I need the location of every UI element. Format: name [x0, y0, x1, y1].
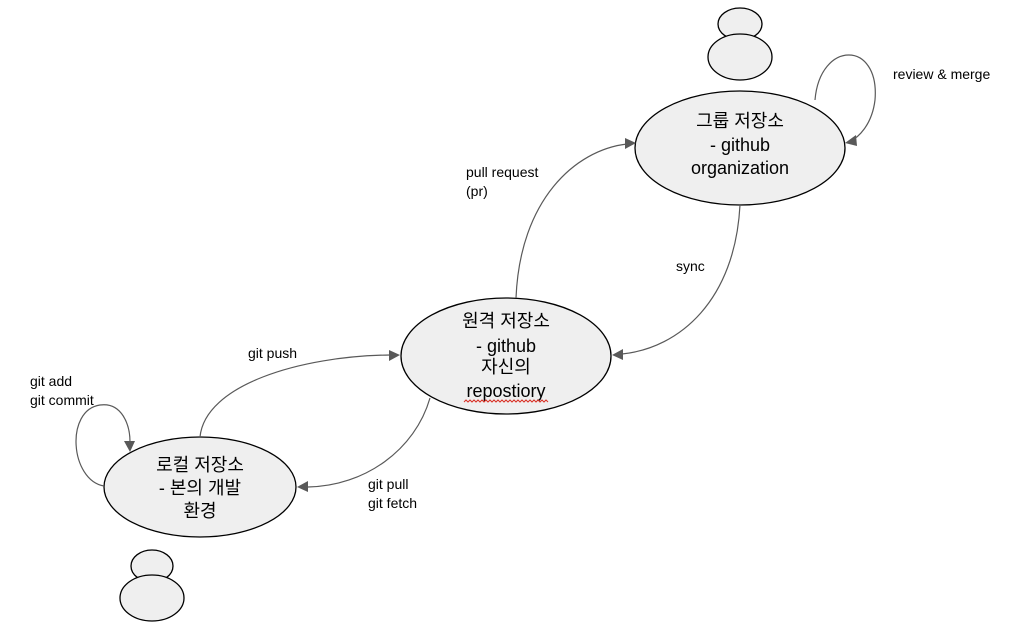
remote-repo-node[interactable]: 원격 저장소 - github 자신의 repostiory — [400, 297, 612, 415]
review-merge-arrowhead — [845, 135, 857, 146]
edge-git-pull-fetch[interactable]: git pull git fetch — [297, 397, 431, 511]
person-icon-body — [707, 33, 773, 81]
pull-request-curve — [515, 143, 628, 299]
pull-request-label-sub: (pr) — [466, 183, 488, 199]
local-repo-detail: 환경 — [183, 501, 216, 521]
remote-repo-owner: 자신의 — [481, 357, 531, 377]
pull-request-arrowhead — [625, 138, 636, 149]
group-repo-detail: organization — [691, 158, 789, 178]
review-merge-curve — [814, 54, 876, 142]
edge-git-push[interactable]: git push — [199, 345, 400, 438]
edge-pull-request[interactable]: pull request (pr) — [466, 138, 636, 299]
edge-git-add-commit[interactable]: git add git commit — [30, 373, 135, 487]
git-add-label: git add — [30, 373, 72, 389]
git-fetch-label: git fetch — [368, 495, 417, 511]
sync-label: sync — [676, 258, 705, 274]
git-pull-label: git pull — [368, 476, 408, 492]
git-pull-fetch-curve — [307, 397, 431, 488]
git-commit-label: git commit — [30, 392, 94, 408]
git-push-label: git push — [248, 345, 297, 361]
remote-repo-title: 원격 저장소 — [462, 311, 550, 331]
git-pull-fetch-arrowhead — [297, 481, 308, 492]
edge-review-merge[interactable]: review & merge — [814, 54, 990, 146]
remote-repo-ellipse — [400, 297, 612, 415]
sync-arrowhead — [612, 349, 623, 360]
person-icon — [707, 7, 773, 81]
sync-curve — [621, 204, 741, 355]
group-repo-subtitle: - github — [710, 135, 770, 155]
local-repo-node[interactable]: 로컬 저장소 - 본의 개발 환경 — [103, 436, 297, 538]
git-add-commit-curve — [75, 404, 131, 487]
group-repo-node[interactable]: 그룹 저장소 - github organization — [634, 90, 846, 206]
remote-repo-subtitle: - github — [476, 336, 536, 356]
edge-sync[interactable]: sync — [612, 204, 741, 360]
git-push-curve — [199, 354, 391, 438]
git-push-arrowhead — [389, 350, 400, 361]
git-add-commit-arrowhead — [124, 441, 135, 452]
spellcheck-underline — [463, 399, 549, 403]
review-merge-label: review & merge — [893, 66, 990, 82]
local-repo-title: 로컬 저장소 — [156, 455, 244, 475]
pull-request-label: pull request — [466, 164, 538, 180]
person-icon-body — [119, 574, 185, 622]
person-icon — [119, 549, 185, 622]
group-repo-title: 그룹 저장소 — [696, 111, 784, 131]
local-repo-subtitle: - 본의 개발 — [159, 478, 241, 498]
remote-repo-name: repostiory — [466, 381, 545, 401]
